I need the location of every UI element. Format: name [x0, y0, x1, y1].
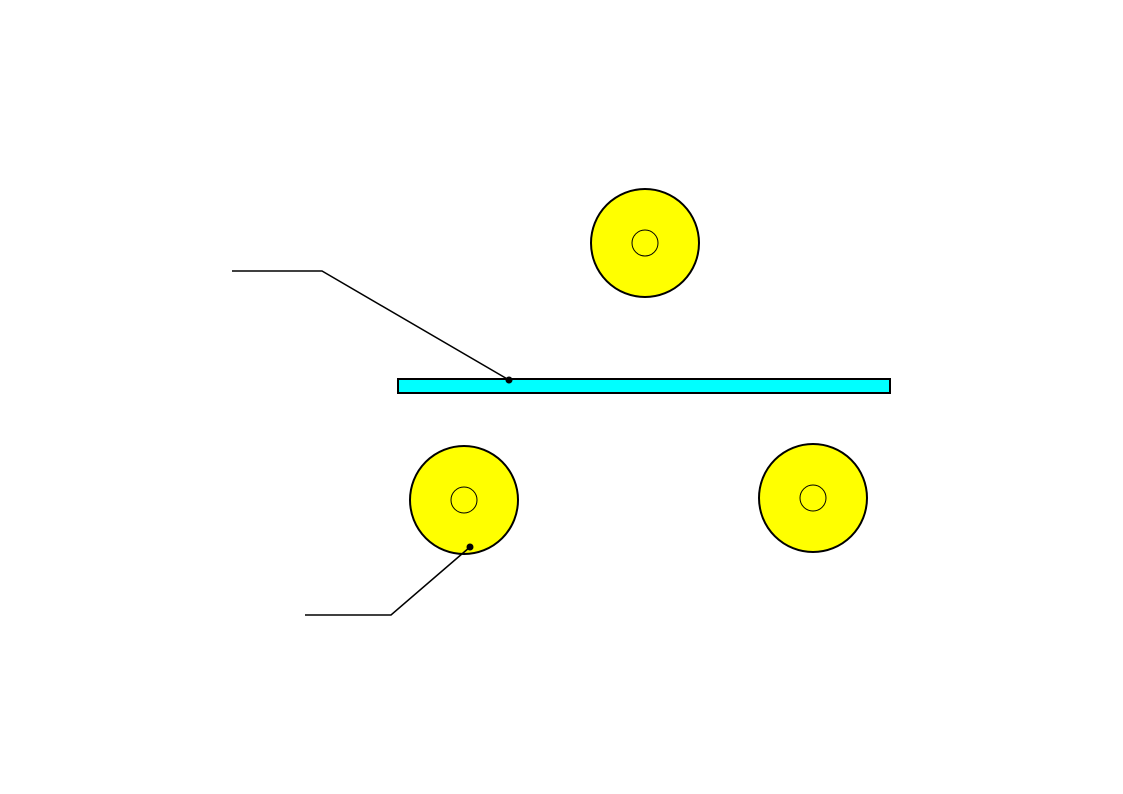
strip-leader-line [232, 270, 513, 384]
bottom-right-roller [758, 443, 868, 553]
bottom-left-roller [409, 445, 519, 555]
top-roller-outer-circle [590, 188, 700, 298]
roller-leader-line [305, 543, 474, 616]
cyan-strip [397, 378, 891, 394]
bottom-left-roller-hub [450, 486, 478, 514]
roller-leader-path [305, 546, 471, 616]
top-roller-hub [631, 229, 659, 257]
strip-leader-path [232, 270, 510, 381]
bottom-left-roller-outer-circle [409, 445, 519, 555]
roller-leader-dot [466, 543, 474, 551]
strip-leader-dot [505, 376, 513, 384]
top-roller [590, 188, 700, 298]
bottom-right-roller-hub [799, 484, 827, 512]
bottom-right-roller-outer-circle [758, 443, 868, 553]
